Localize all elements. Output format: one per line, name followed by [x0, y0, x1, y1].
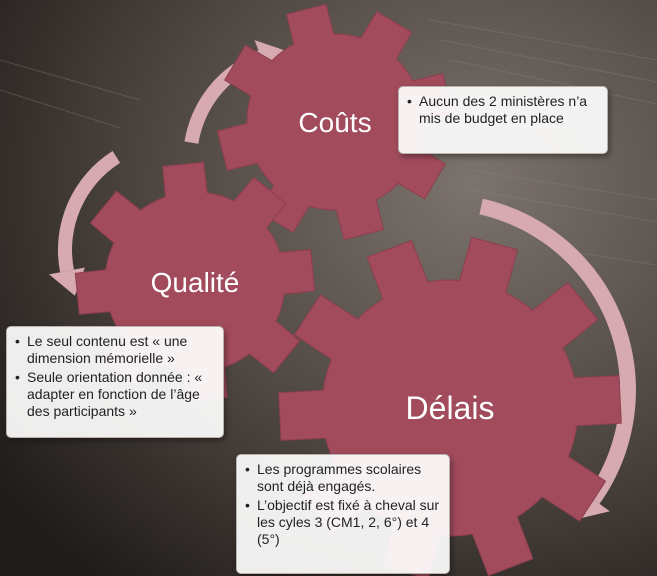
note-couts: Aucun des 2 ministères n’a mis de budget… [398, 86, 608, 154]
book-page-lines [0, 19, 657, 266]
gear-label-delais: Délais [406, 390, 495, 426]
gear-couts: Coûts [216, 3, 454, 241]
note-qualite-item: Le seul contenu est « une dimension mémo… [15, 333, 215, 367]
arrow-shaft [57, 151, 121, 273]
arrow-to-couts [184, 40, 287, 144]
arrow-shaft [184, 50, 264, 144]
note-qualite: Le seul contenu est « une dimension mémo… [6, 326, 224, 438]
note-delais-item: L’objectif est fixé à cheval sur les cyl… [245, 497, 441, 548]
note-delais: Les programmes scolaires sont déjà engag… [236, 454, 450, 574]
arrow-head [254, 40, 287, 75]
gear-shape [216, 3, 454, 241]
note-delais-item: Les programmes scolaires sont déjà engag… [245, 461, 441, 495]
note-qualite-item: Seule orientation donnée : « adapter en … [15, 369, 215, 420]
gear-label-couts: Coûts [298, 107, 371, 138]
note-couts-item: Aucun des 2 ministères n’a mis de budget… [407, 93, 599, 127]
arrow-shaft [479, 198, 636, 504]
gear-label-qualite: Qualité [151, 267, 240, 298]
